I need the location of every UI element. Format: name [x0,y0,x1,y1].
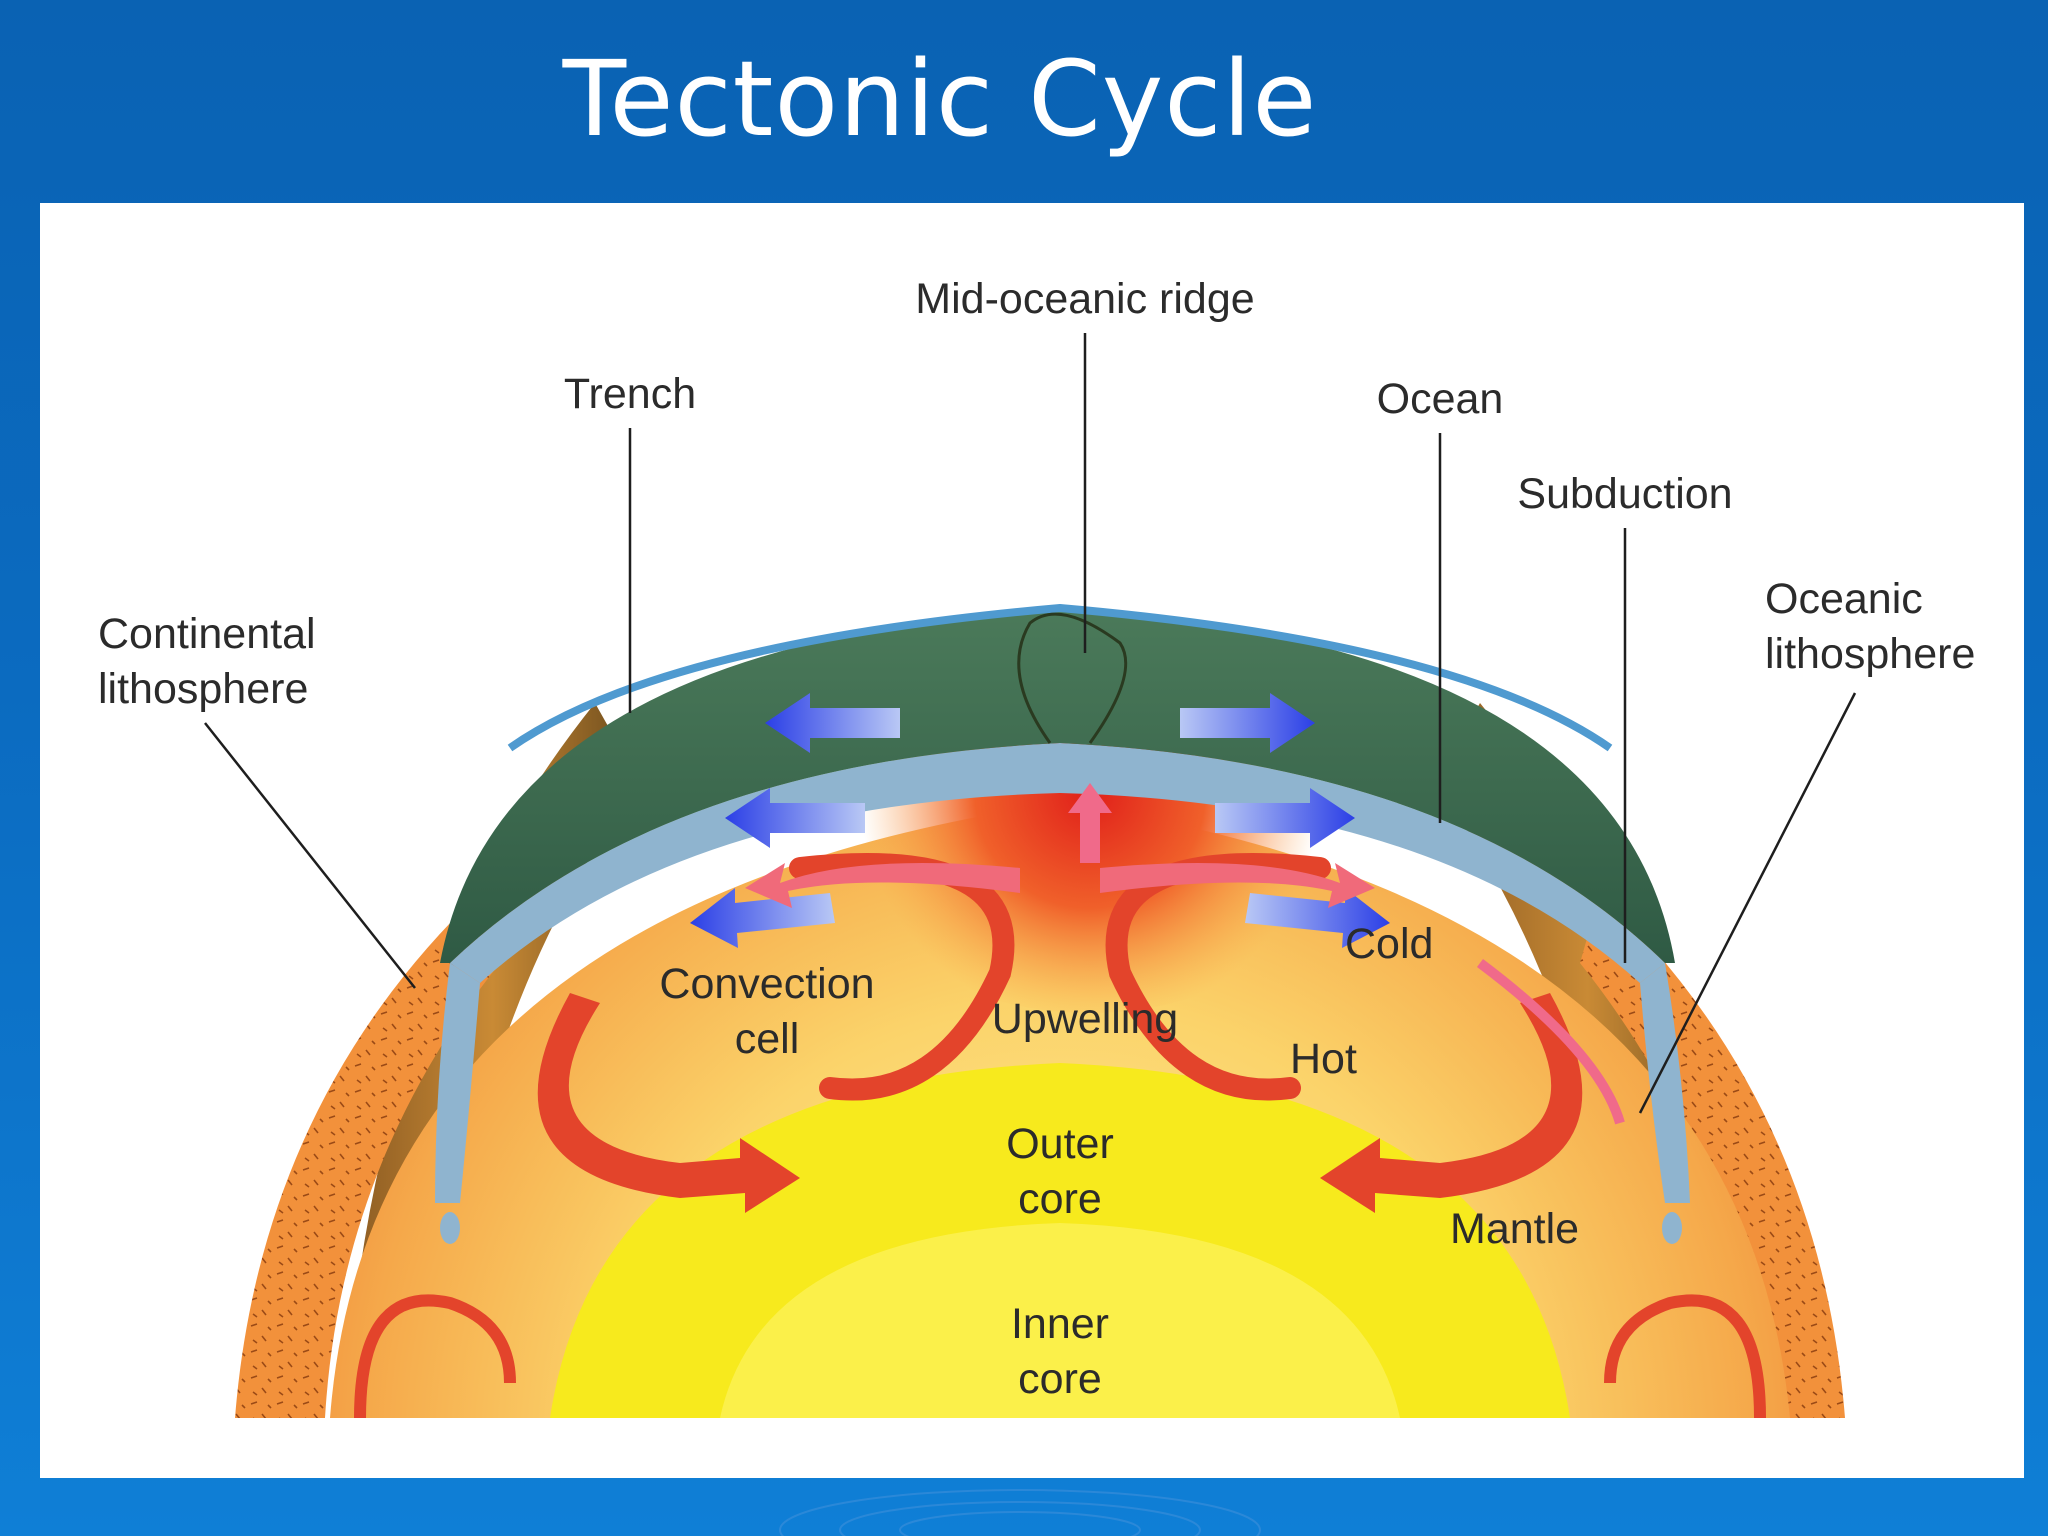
convection-arrow-left-bottom [537,993,800,1213]
label-continental-line2: lithosphere [98,665,308,713]
figure-panel: Mid-oceanic ridge Trench Ocean Subductio… [40,203,2024,1478]
label-convection-line2: cell [735,1015,800,1063]
tectonic-cycle-diagram: Mid-oceanic ridge Trench Ocean Subductio… [98,275,1975,1418]
plate-arrow-left-3 [690,888,835,948]
slide-title: Tectonic Cycle [562,38,1318,160]
plate-arrow-right-3 [1245,888,1390,948]
label-outer-core-line1: Outer [1006,1120,1114,1168]
slab-droplet-right [1662,1212,1682,1244]
label-continental-line1: Continental [98,610,316,658]
label-upwelling: Upwelling [992,995,1178,1043]
plate-arrow-right-2 [1215,788,1355,848]
label-cold: Cold [1345,920,1433,968]
convection-arrow-left-top [745,863,1020,908]
plate-arrow-left-1 [765,693,900,753]
label-inner-core-line2: core [1018,1355,1102,1403]
convection-arrow-right-bottom [1320,993,1583,1213]
slab-droplet-left [440,1212,460,1244]
cold-arrow [1476,959,1625,1125]
plate-arrow-left-2 [725,788,865,848]
label-hot: Hot [1290,1035,1357,1083]
leader-continental [204,722,416,989]
subducting-slab-left [435,963,480,1203]
label-inner-core-line1: Inner [1011,1300,1109,1348]
plate-arrow-right-1 [1180,693,1315,753]
label-outer-core-line2: core [1018,1175,1102,1223]
speckled-band-left [235,893,500,1418]
label-mantle: Mantle [1450,1205,1579,1253]
ocean-dome [440,608,1675,963]
inner-core [720,1223,1400,1418]
leader-oceanic [1638,692,1857,1114]
label-mid-oceanic-ridge: Mid-oceanic ridge [915,275,1254,323]
upwelling-arrow [1068,783,1112,863]
label-oceanic-line2: lithosphere [1765,630,1975,678]
small-convection-left [354,1294,516,1418]
small-convection-right [1604,1294,1766,1418]
subducting-slab-right [1640,963,1690,1203]
label-subduction: Subduction [1517,470,1732,518]
ridge-crack [1017,612,1128,744]
label-convection-line1: Convection [659,960,874,1008]
convection-arrow-right-top [1100,863,1375,908]
background-swirl [779,1489,1261,1536]
label-trench: Trench [564,370,696,418]
label-oceanic-line1: Oceanic [1765,575,1923,623]
ocean-surface [507,603,1613,752]
label-ocean: Ocean [1377,375,1504,423]
